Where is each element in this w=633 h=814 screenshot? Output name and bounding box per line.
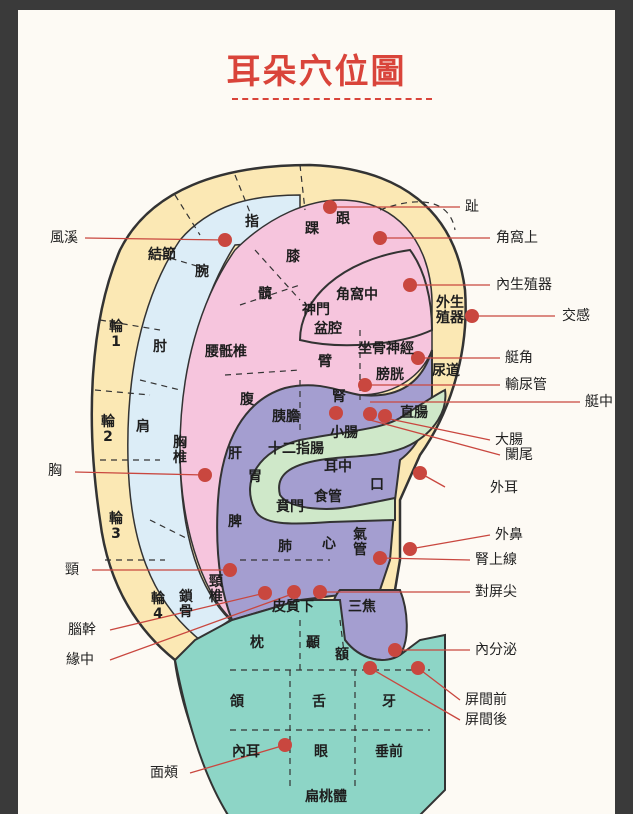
label-waier: 外耳	[490, 480, 518, 496]
zone-shenmen: 神門	[302, 302, 330, 318]
zone-shen: 腎	[332, 389, 346, 405]
zone-biantaoti: 扁桃體	[305, 789, 347, 805]
label-shuniaoguan: 輸尿管	[505, 377, 547, 393]
label-naogan: 腦幹	[68, 622, 96, 638]
zone-penqiang: 盆腔	[314, 321, 342, 337]
zone-niaodao: 尿道	[432, 363, 460, 379]
page-title: 耳朵穴位圖	[226, 52, 407, 92]
zone-benmen: 賁門	[276, 499, 304, 515]
zone-nie: 顳	[306, 635, 320, 651]
label-jiaowoshang: 角窩上	[496, 230, 538, 246]
zone-xiaochang: 小腸	[330, 425, 358, 441]
zone-wei: 胃	[248, 469, 262, 485]
label-mianjia: 面頰	[150, 765, 178, 781]
zone-yaodizhui: 腰骶椎	[205, 344, 247, 360]
zone-xi: 膝	[286, 249, 300, 265]
zone-fei: 肺	[278, 539, 292, 555]
title-underline	[232, 98, 432, 100]
zone-jian: 肩	[136, 419, 150, 435]
zone-zuogushenjing: 坐骨神經	[358, 341, 414, 357]
zone-lun3: 輪 3	[109, 511, 123, 542]
zone-neier: 內耳	[232, 744, 260, 760]
label-jiaogan: 交感	[562, 308, 590, 324]
label-waibi: 外鼻	[495, 527, 523, 543]
label-neishengzhiqi: 內生殖器	[496, 277, 552, 293]
label-zhi: 趾	[465, 199, 479, 215]
zone-zhichang: 直腸	[400, 405, 428, 421]
zone-kou: 口	[370, 477, 384, 493]
zone-ya: 牙	[382, 694, 396, 710]
zone-lun4: 輪 4	[151, 591, 165, 622]
zone-zhi2: 指	[245, 214, 259, 230]
zone-pi: 脾	[228, 514, 242, 530]
label-shenshangxian: 腎上線	[475, 552, 517, 568]
label-pingjianqian: 屏間前	[465, 692, 507, 708]
zone-bi: 臂	[318, 354, 332, 370]
zone-suogu: 鎖骨	[179, 589, 193, 620]
zone-pizhixia: 皮質下	[272, 599, 314, 615]
zone-yan: 眼	[314, 744, 328, 760]
label-tingjiao: 艇角	[505, 350, 533, 366]
zone-huai: 踝	[305, 221, 319, 237]
zone-jiaowozhong: 角窩中	[336, 287, 378, 303]
zone-xiongzhui: 胸椎	[173, 435, 187, 466]
zone-she: 舌	[312, 694, 326, 710]
label-pingjianhou: 屏間後	[465, 712, 507, 728]
zone-zhen: 枕	[250, 635, 264, 651]
lobe-region	[173, 599, 446, 814]
zone-pangguang: 膀胱	[376, 367, 404, 383]
triangular-fossa	[298, 248, 434, 347]
zone-yidan: 胰膽	[272, 409, 300, 425]
label-jing: 頸	[65, 562, 79, 578]
zone-shierzhichang: 十二指腸	[268, 441, 324, 457]
zone-zhou: 肘	[153, 339, 167, 355]
label-fengxi: 風溪	[50, 230, 78, 246]
label-tingzhong: 艇中	[585, 394, 613, 410]
zone-kuan: 髖	[258, 286, 272, 302]
zone-lun2: 輪 2	[101, 414, 115, 445]
zone-gan: 肝	[228, 446, 242, 462]
zone-waishengzhiqi: 外生殖器	[436, 295, 464, 326]
label-neifenmi: 內分泌	[475, 642, 517, 658]
zone-qiguan: 氣管	[353, 527, 367, 558]
label-yuanzhong: 緣中	[66, 652, 94, 668]
zone-erzhong: 耳中	[324, 459, 352, 475]
label-dachang: 大腸	[495, 432, 523, 448]
label-lanwei: 闌尾	[505, 447, 533, 463]
zone-gen: 跟	[336, 211, 350, 227]
zone-e: 額	[335, 647, 349, 663]
crus-region	[249, 388, 447, 525]
zone-wan: 腕	[195, 264, 209, 280]
zone-jingzhui: 頸椎	[209, 574, 223, 605]
label-xiong: 胸	[48, 463, 62, 479]
zone-chuiqian: 垂前	[375, 744, 403, 760]
label-duipingjian: 對屏尖	[475, 584, 517, 600]
zone-xin: 心	[322, 536, 336, 552]
zone-jiejie: 結節	[148, 247, 176, 263]
zone-fu: 腹	[240, 392, 254, 408]
zone-lun1: 輪 1	[109, 319, 123, 350]
zone-sanjiao: 三焦	[348, 599, 376, 615]
zone-shidao: 食管	[314, 489, 342, 505]
zone-he: 頜	[230, 694, 244, 710]
